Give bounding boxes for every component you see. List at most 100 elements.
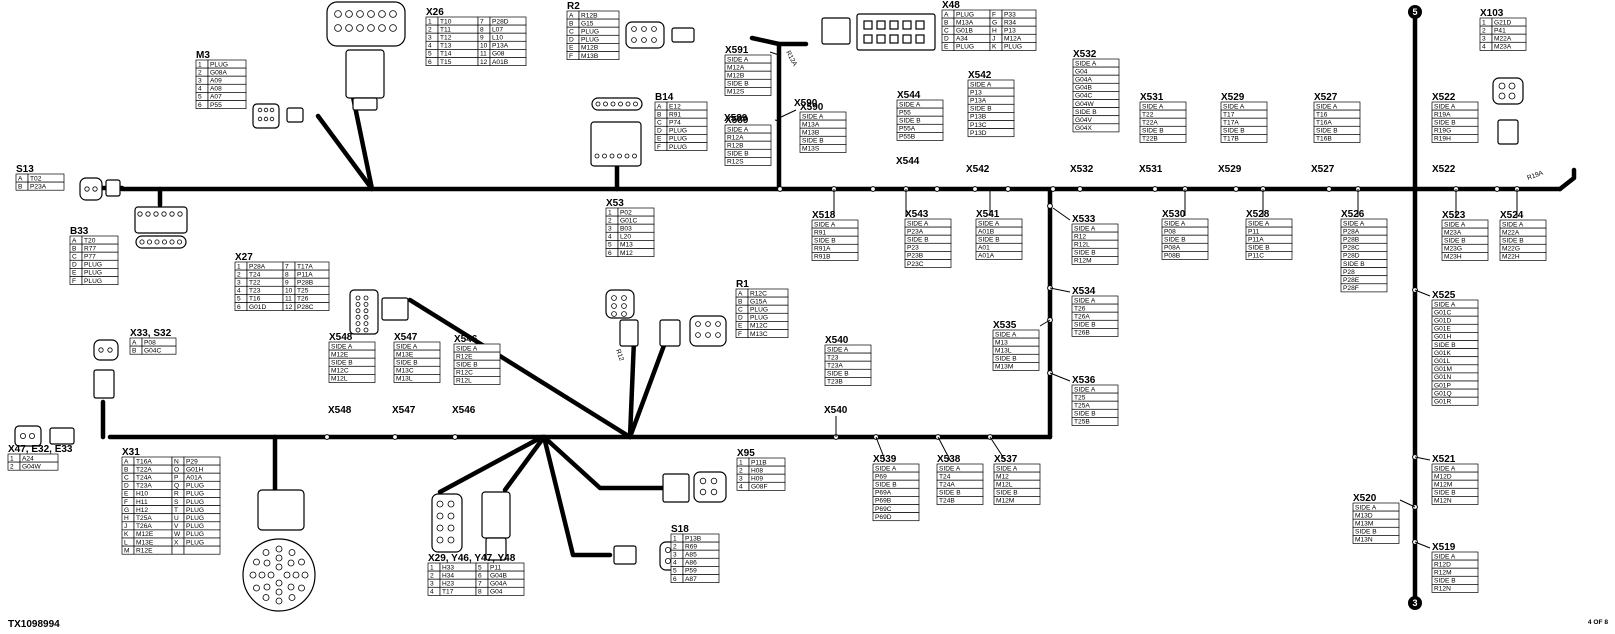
table-cell-text: A — [944, 11, 949, 18]
connector-pin — [621, 311, 627, 317]
table-cell-text: M13 — [620, 242, 633, 249]
x31-connector-face — [242, 538, 316, 612]
b14-pin-face — [591, 97, 643, 111]
table-cell-text: R12M — [1434, 570, 1452, 577]
table-cell-text: 3 — [673, 552, 677, 559]
table-cell-text: G01B — [956, 28, 973, 35]
splice-label-x590: X590 — [794, 98, 818, 109]
table-cell-text: T16A — [1316, 120, 1332, 127]
connector-pin — [253, 584, 260, 592]
table-cell-text: 8 — [480, 26, 484, 33]
connector-pin — [1498, 92, 1506, 100]
connector-pin — [378, 24, 386, 32]
table-cell-text: A24 — [22, 455, 34, 462]
x26-connector-body — [345, 49, 385, 99]
connector-pin — [275, 579, 283, 587]
table-cell — [294, 302, 330, 311]
table-cell-text: F — [569, 53, 573, 60]
table-cell-text: H33 — [442, 564, 454, 571]
table-cell-text: P11A — [297, 271, 313, 278]
table-cell-text: SIDE B — [995, 356, 1017, 363]
table-cell-text: T24 — [939, 473, 951, 480]
connector-pin — [699, 477, 707, 485]
x31-connector-body — [257, 489, 305, 531]
table-cell-text: G — [124, 507, 129, 514]
connector-pin — [154, 239, 160, 245]
table-cell-text: 6 — [198, 102, 202, 109]
table-cell-text: T17A — [297, 263, 313, 270]
table-cell-text: PLUG — [186, 491, 204, 498]
splice-node — [972, 186, 978, 192]
connector-label-x535: X535 — [993, 320, 1017, 331]
table-cell-text: P13 — [970, 89, 982, 96]
connector-label-b14: B14 — [655, 92, 674, 103]
table-cell — [724, 157, 772, 166]
connector-pin — [621, 295, 627, 301]
connector-label-x95: X95 — [737, 448, 755, 459]
table-cell-text: P11A — [1248, 237, 1264, 244]
connector-pin — [447, 536, 455, 544]
table-cell-text: A01A — [978, 253, 995, 260]
table-cell-text: SIDE A — [1316, 103, 1338, 110]
table-cell-text: 1 — [430, 564, 434, 571]
r1-connector-symbol — [689, 315, 727, 347]
table-cell-text: SIDE B — [939, 490, 961, 497]
table-cell — [682, 574, 720, 583]
x53-connector-symbol — [605, 289, 635, 319]
connector-pin — [355, 314, 361, 320]
connector-pin — [145, 211, 151, 217]
connector-pin — [631, 26, 637, 32]
table-cell — [896, 132, 944, 141]
table-cell-text: T23B — [827, 379, 843, 386]
table-cell-text: R12C — [456, 370, 473, 377]
table-cell-text: G01D — [249, 304, 266, 311]
leader-line — [778, 109, 797, 119]
table-cell-text: T16 — [1316, 111, 1328, 118]
connector-pin — [263, 107, 269, 113]
r2-connector-symbol — [625, 21, 665, 49]
table-cell-text: G04A — [490, 581, 507, 588]
table-cell-text: P77 — [84, 254, 96, 261]
table-cell-text: 3 — [608, 226, 612, 233]
table-cell-text: 7 — [478, 581, 482, 588]
connector-pin — [288, 549, 296, 556]
table-cell-text: G01C — [620, 217, 637, 224]
table-cell-text: 5 — [237, 296, 241, 303]
connector-pin — [355, 295, 361, 301]
connector-pin — [363, 295, 369, 301]
leader-line — [1052, 207, 1071, 221]
table-cell — [1431, 496, 1479, 505]
table-cell-text: G04B — [1075, 85, 1092, 92]
table-cell — [1431, 584, 1479, 593]
connector-pin — [889, 34, 899, 44]
table-cell-text: B — [569, 20, 574, 27]
table-cell-text: T22B — [1142, 136, 1158, 143]
connector-pin — [889, 20, 899, 30]
table-cell-text: P59 — [685, 568, 697, 575]
splice-node — [1005, 186, 1011, 192]
table-cell-text: G04C — [144, 347, 161, 354]
connector-label-x522: X522 — [1432, 92, 1456, 103]
connector-pin — [263, 116, 269, 122]
splice-node — [1326, 186, 1332, 192]
table-cell-text: A — [132, 339, 137, 346]
table-cell-text: 10 — [285, 288, 293, 295]
connector-label-x521: X521 — [1432, 454, 1456, 465]
table-cell-text: 8 — [285, 271, 289, 278]
s13-mating-plug — [105, 179, 121, 197]
table-cell-text: 6 — [237, 304, 241, 311]
table-cell-text: T16A — [136, 458, 152, 465]
table-cell-text: G01H — [1434, 334, 1451, 341]
table-cell-text: 3 — [198, 78, 202, 85]
table-cell-text: P28E — [1343, 277, 1360, 284]
table-cell-text: C — [738, 307, 743, 314]
splice-node — [870, 186, 876, 192]
table-cell-text: 8 — [478, 589, 482, 596]
table-cell-text: M13 — [995, 339, 1008, 346]
connector-pin — [602, 153, 607, 159]
table-cell-text: G01E — [1434, 326, 1451, 333]
